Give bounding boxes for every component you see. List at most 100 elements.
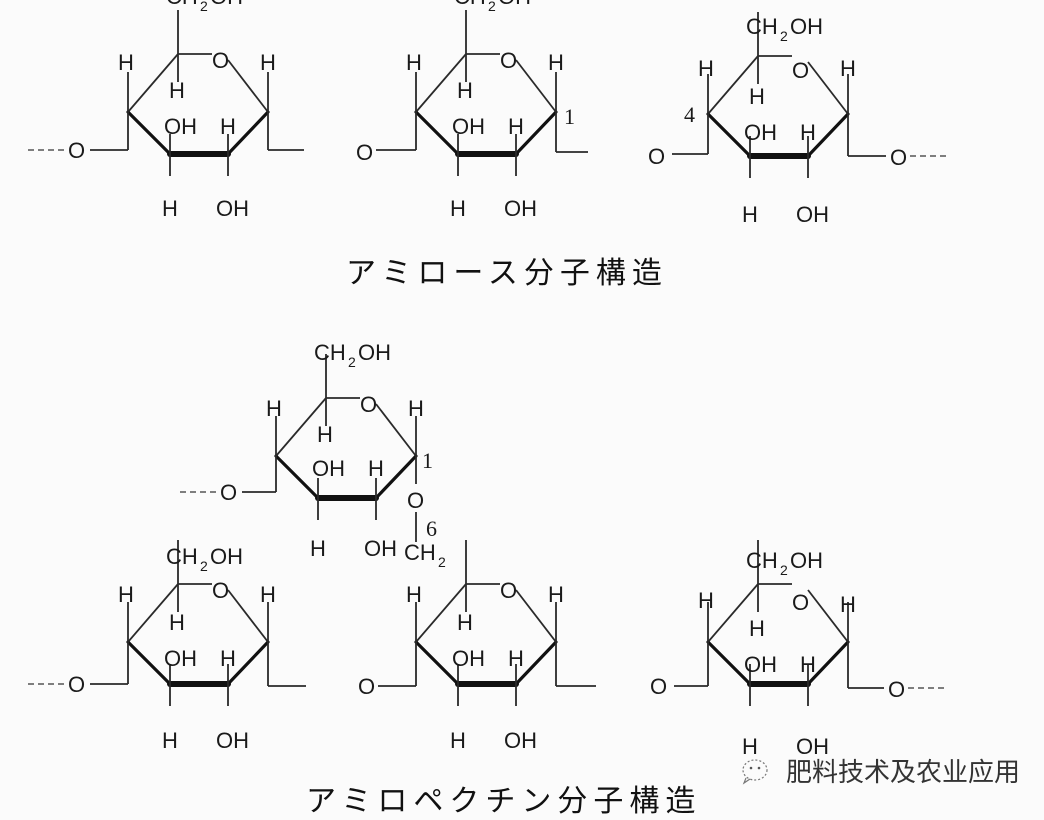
svg-text:H: H bbox=[406, 582, 422, 607]
svg-text:2: 2 bbox=[200, 0, 208, 14]
glucose-unit-branch-point: H H O H OH H H OH bbox=[378, 540, 596, 753]
svg-text:H: H bbox=[800, 120, 816, 145]
svg-text:H: H bbox=[317, 422, 333, 447]
svg-text:O: O bbox=[212, 48, 229, 73]
amylose-caption: アミロース分子構造 bbox=[346, 256, 668, 291]
watermark-text: 肥料技术及农业应用 bbox=[786, 758, 1021, 788]
svg-text:H: H bbox=[840, 592, 856, 617]
svg-text:H: H bbox=[742, 734, 758, 759]
svg-text:H: H bbox=[749, 84, 765, 109]
svg-text:H: H bbox=[508, 114, 524, 139]
svg-text:OH: OH bbox=[790, 14, 823, 39]
wechat-icon bbox=[742, 758, 768, 785]
svg-text:H: H bbox=[698, 588, 714, 613]
svg-text:H: H bbox=[840, 56, 856, 81]
svg-text:OH: OH bbox=[216, 728, 249, 753]
glucose-unit: CH 2 OH O H H H OH H H OH O bbox=[674, 540, 948, 759]
svg-text:OH: OH bbox=[364, 536, 397, 561]
svg-text:H: H bbox=[368, 456, 384, 481]
svg-text:OH: OH bbox=[796, 202, 829, 227]
carbon-1-label: 1 bbox=[564, 104, 575, 129]
carbon-4-label: 4 bbox=[684, 102, 695, 127]
carbon-6-label: 6 bbox=[426, 516, 437, 541]
svg-text:H: H bbox=[457, 610, 473, 635]
svg-text:2: 2 bbox=[488, 0, 496, 14]
svg-text:CH: CH bbox=[746, 14, 778, 39]
svg-text:O: O bbox=[888, 677, 905, 702]
svg-text:OH: OH bbox=[358, 340, 391, 365]
svg-text:OH: OH bbox=[164, 646, 197, 671]
svg-text:H: H bbox=[118, 582, 134, 607]
svg-text:O: O bbox=[356, 140, 373, 165]
svg-text:2: 2 bbox=[438, 554, 446, 570]
svg-text:OH: OH bbox=[796, 734, 829, 759]
svg-text:O: O bbox=[650, 674, 667, 699]
svg-text:H: H bbox=[162, 196, 178, 221]
svg-text:H: H bbox=[800, 652, 816, 677]
svg-text:H: H bbox=[260, 50, 276, 75]
amylose-structure: CH 2 OH O H H H OH H H OH O O CH bbox=[28, 0, 948, 227]
svg-text:H: H bbox=[220, 646, 236, 671]
svg-text:O: O bbox=[407, 488, 424, 513]
glucose-unit: CH 2 OH O H H H OH H H OH O bbox=[28, 0, 304, 221]
glucose-unit: CH 2 OH O H H H OH H H OH O bbox=[28, 540, 306, 753]
svg-text:O: O bbox=[500, 578, 517, 603]
svg-text:O: O bbox=[500, 48, 517, 73]
svg-text:O: O bbox=[792, 590, 809, 615]
svg-text:H: H bbox=[406, 50, 422, 75]
svg-text:OH: OH bbox=[210, 544, 243, 569]
svg-text:O: O bbox=[220, 480, 237, 505]
svg-text:CH: CH bbox=[166, 544, 198, 569]
svg-text:H: H bbox=[169, 78, 185, 103]
svg-text:OH: OH bbox=[744, 652, 777, 677]
svg-text:OH: OH bbox=[452, 646, 485, 671]
svg-text:H: H bbox=[162, 728, 178, 753]
svg-text:H: H bbox=[450, 728, 466, 753]
glucose-unit: CH 2 OH O H H H OH H H OH 1 bbox=[376, 0, 588, 221]
svg-text:O: O bbox=[648, 144, 665, 169]
svg-text:O: O bbox=[68, 672, 85, 697]
svg-text:OH: OH bbox=[216, 196, 249, 221]
watermark: 肥料技术及农业应用 bbox=[740, 752, 1020, 789]
amylopectin-structure: CH 2 OH O H H H OH H H OH 1 O O 6 CH 2 bbox=[28, 340, 948, 759]
svg-text:H: H bbox=[266, 396, 282, 421]
svg-text:OH: OH bbox=[790, 548, 823, 573]
svg-text:CH: CH bbox=[404, 540, 436, 565]
svg-text:H: H bbox=[548, 582, 564, 607]
svg-text:2: 2 bbox=[348, 354, 356, 370]
svg-text:OH: OH bbox=[164, 114, 197, 139]
svg-text:H: H bbox=[450, 196, 466, 221]
svg-text:H: H bbox=[118, 50, 134, 75]
svg-text:H: H bbox=[457, 78, 473, 103]
svg-text:OH: OH bbox=[312, 456, 345, 481]
svg-text:OH: OH bbox=[452, 114, 485, 139]
svg-text:OH: OH bbox=[504, 196, 537, 221]
svg-text:H: H bbox=[742, 202, 758, 227]
svg-text:O: O bbox=[212, 578, 229, 603]
amylopectin-caption: アミロペクチン分子構造 bbox=[306, 784, 702, 819]
svg-text:OH: OH bbox=[498, 0, 531, 9]
svg-text:2: 2 bbox=[780, 28, 788, 44]
svg-text:OH: OH bbox=[504, 728, 537, 753]
svg-text:H: H bbox=[548, 50, 564, 75]
svg-text:OH: OH bbox=[744, 120, 777, 145]
svg-text:H: H bbox=[508, 646, 524, 671]
svg-text:CH: CH bbox=[166, 0, 198, 9]
svg-text:H: H bbox=[749, 616, 765, 641]
svg-text:H: H bbox=[220, 114, 236, 139]
svg-text:CH: CH bbox=[746, 548, 778, 573]
svg-text:CH: CH bbox=[454, 0, 486, 9]
svg-text:O: O bbox=[68, 138, 85, 163]
svg-text:H: H bbox=[698, 56, 714, 81]
carbon-1-label: 1 bbox=[422, 448, 433, 473]
glucose-unit-branch: CH 2 OH O H H H OH H H OH 1 O O 6 CH 2 bbox=[180, 340, 446, 570]
svg-text:O: O bbox=[792, 58, 809, 83]
svg-text:H: H bbox=[408, 396, 424, 421]
glucose-unit: 4 CH 2 OH O H H H OH H H OH O bbox=[672, 12, 948, 227]
svg-text:H: H bbox=[310, 536, 326, 561]
svg-text:O: O bbox=[358, 674, 375, 699]
svg-text:H: H bbox=[260, 582, 276, 607]
svg-text:OH: OH bbox=[210, 0, 243, 9]
svg-text:O: O bbox=[890, 145, 907, 170]
